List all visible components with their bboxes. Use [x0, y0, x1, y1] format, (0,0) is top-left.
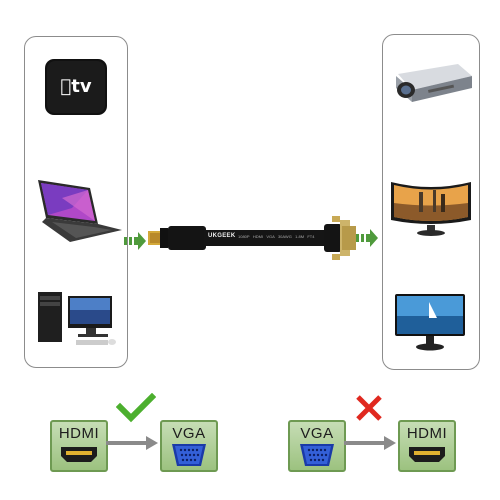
hdmi-label: HDMI [406, 425, 448, 442]
vga-label: VGA [300, 425, 334, 442]
cable-brand-text: UKGEEK [208, 233, 236, 239]
curved-monitor-device [389, 178, 473, 238]
input-arrow-icon [124, 232, 146, 250]
hdmi-badge-target: HDMI [398, 420, 456, 472]
vga-badge-source: VGA [288, 420, 346, 472]
hdmi-to-vga-cable: UKGEEK 1080P HDMI VGA 30AWG 1.8M FT4 [146, 212, 360, 260]
vga-badge-target: VGA [160, 420, 218, 472]
cable-small-print: 1080P HDMI VGA 30AWG 1.8M FT4 [238, 234, 315, 239]
desktop-pc-device [34, 290, 120, 348]
apple-tv-device: tv [44, 58, 108, 116]
vga-port-icon [172, 444, 206, 466]
monitor-device [393, 294, 467, 352]
hdmi-label: HDMI [58, 425, 100, 442]
vga-label: VGA [172, 425, 206, 442]
arrow-right-icon [344, 436, 396, 450]
laptop-device [32, 178, 124, 244]
apple-tv-logo: tv [60, 76, 91, 97]
cross-icon [354, 394, 384, 422]
output-arrow-icon [356, 229, 378, 247]
check-icon [116, 393, 156, 423]
hdmi-port-icon [61, 447, 97, 462]
vga-port-icon [300, 444, 334, 466]
hdmi-port-icon [409, 447, 445, 462]
projector-device [388, 62, 474, 108]
arrow-right-icon [106, 436, 158, 450]
hdmi-badge-source: HDMI [50, 420, 108, 472]
